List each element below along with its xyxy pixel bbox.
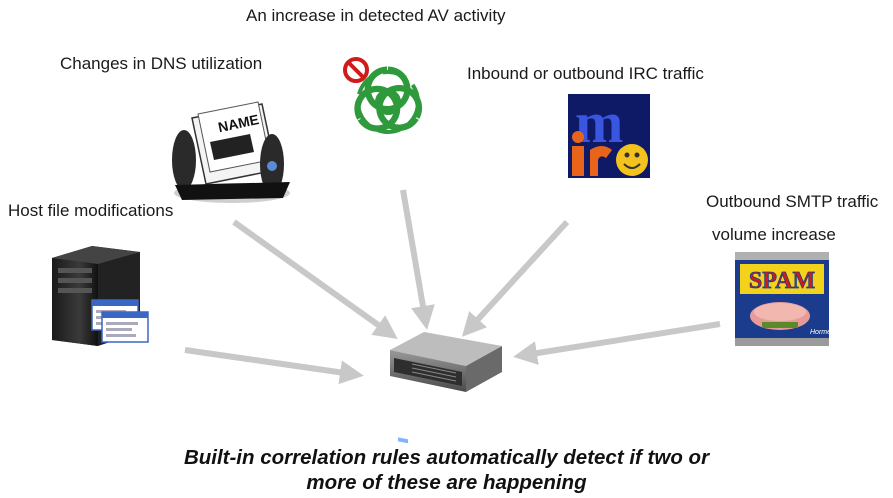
no-sign-icon [343, 57, 369, 83]
rolodex-icon: NAME [172, 101, 290, 203]
arrow-from-irc [461, 219, 570, 337]
arrow-from-dns [232, 219, 398, 339]
irc-logo-icon: m [568, 90, 650, 178]
spam-can-icon: SPAM Hormel [735, 252, 833, 346]
rack-server-icon [390, 332, 502, 444]
svg-text:m: m [575, 90, 623, 155]
arrow-from-host [184, 347, 364, 385]
arrows [184, 189, 721, 385]
arrow-from-smtp [513, 321, 721, 365]
label-smtp-line1: Outbound SMTP traffic [706, 192, 879, 211]
arrow-from-av [400, 189, 435, 330]
server-tower-icon [52, 246, 149, 346]
label-host-file: Host file modifications [8, 201, 174, 220]
label-av-activity: An increase in detected AV activity [246, 6, 506, 25]
spam-logo-text: SPAM [749, 268, 815, 294]
label-smtp-line2: volume increase [712, 225, 836, 244]
label-dns-utilization: Changes in DNS utilization [60, 54, 263, 73]
label-irc-traffic: Inbound or outbound IRC traffic [467, 64, 704, 83]
window-icon [101, 311, 149, 343]
caption-line2: more of these are happening [306, 471, 587, 494]
biohazard-icon [343, 57, 423, 134]
caption-line1: Built-in correlation rules automatically… [183, 446, 710, 469]
spam-brand-text: Hormel [810, 329, 833, 336]
